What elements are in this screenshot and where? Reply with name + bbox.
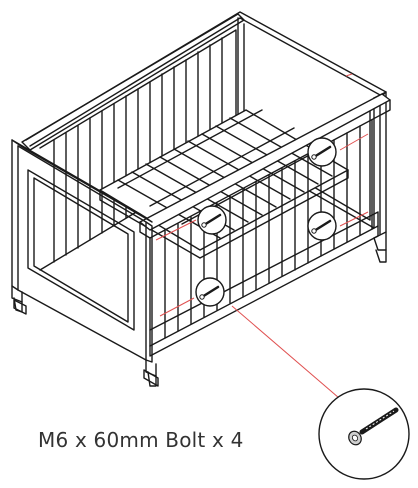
- crib-feet: [13, 299, 159, 387]
- back-rail: [21, 11, 387, 151]
- guide-lines: [155, 73, 369, 405]
- bolt-spec-label: M6 x 60mm Bolt x 4: [38, 428, 244, 452]
- bolt-callout-1: [307, 137, 337, 167]
- bolt-detail-icon: [318, 388, 410, 480]
- bolt-callout-2: [307, 211, 337, 241]
- front-side-panel: [139, 93, 391, 357]
- bolt-callout-4: [195, 277, 225, 307]
- left-end-panel: [11, 139, 157, 387]
- bolt-callout-3: [197, 205, 227, 235]
